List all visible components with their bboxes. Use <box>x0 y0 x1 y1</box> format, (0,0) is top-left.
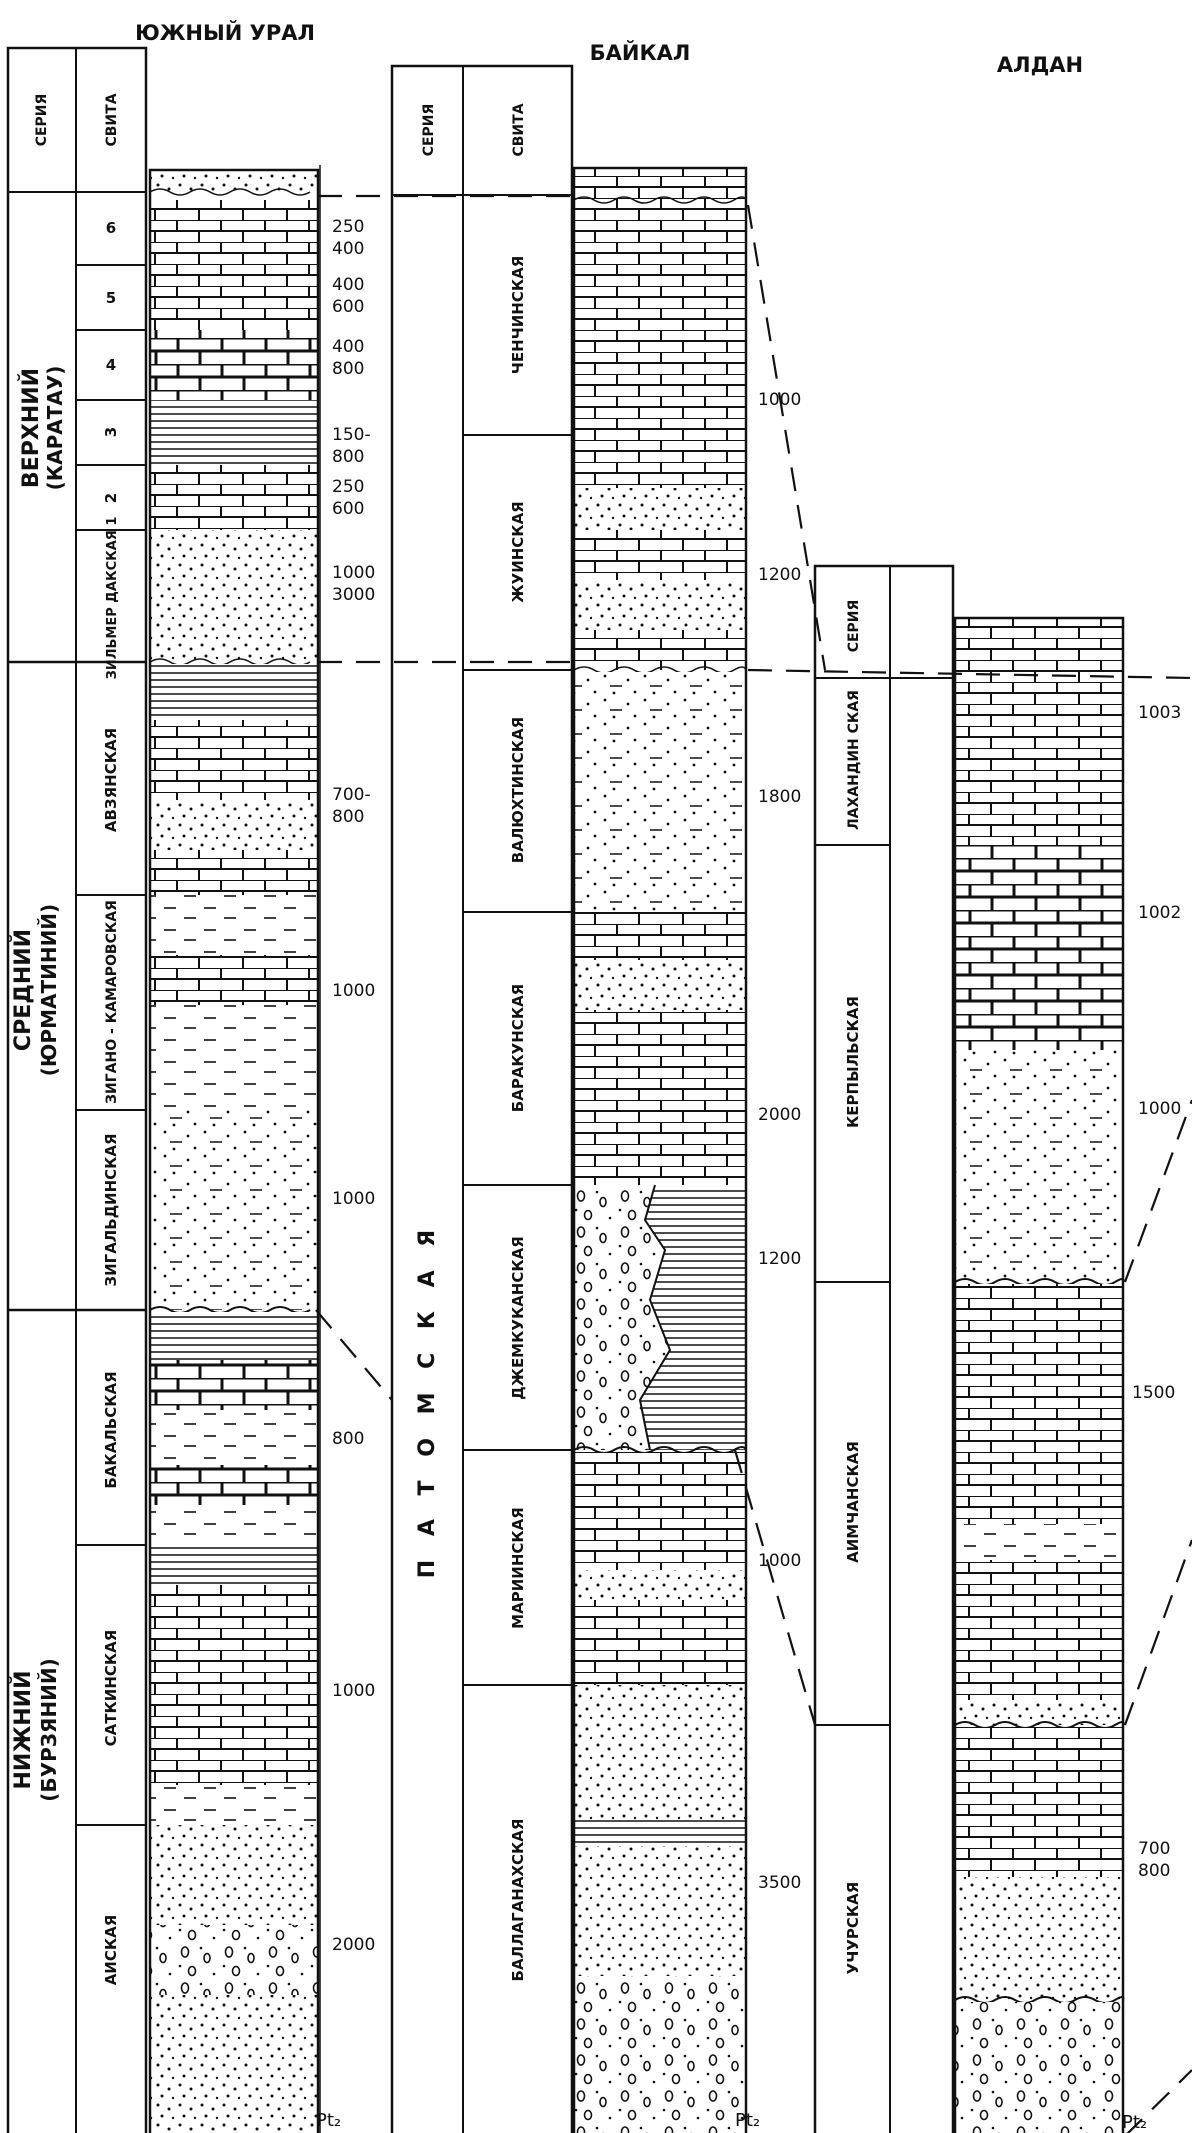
ural-lithology <box>148 165 321 2133</box>
ural-bottom-label: Pt₂ <box>316 2110 341 2131</box>
ural-thk-1b: 3000 <box>332 585 375 605</box>
ural-thk-6a: 250 <box>332 217 364 237</box>
ural-series-lower-sub: (БУРЗЯНИЙ) <box>37 1658 61 1801</box>
ural-series-lower: НИЖНИЙ (БУРЗЯНИЙ) <box>10 1658 61 1801</box>
baikal-thk-zhuin: 1200 <box>758 565 801 585</box>
aldan-thickness-labels: 1003 1002 1000 1500 700 800 <box>1132 703 1181 1881</box>
baikal-suite-chenchin: ЧЕНЧИНСКАЯ <box>509 256 527 375</box>
aldan-thk-aimchan: 1500 <box>1132 1383 1175 1403</box>
ural-thk-6b: 400 <box>332 239 364 259</box>
ural-suite-ai: АИСКАЯ <box>102 1915 120 1986</box>
aldan-thk-kerpyl-a: 1002 <box>1138 903 1181 923</box>
ural-thk-4a: 400 <box>332 337 364 357</box>
ural-suite-zigano-kamarov: ЗИГАНО - КАМАРОВСКАЯ <box>104 900 120 1104</box>
aldan-title: АЛДАН <box>997 53 1083 77</box>
ural-thk-avzyan-b: 800 <box>332 807 364 827</box>
ural-suite-6: 6 <box>106 219 116 237</box>
baikal-lithology <box>572 166 748 2133</box>
ural-suite-2: 2 <box>102 493 120 503</box>
ural-column <box>6 46 148 2133</box>
ural-series-middle: СРЕДНИЙ (ЮРМАТИНИЙ) <box>10 904 61 1076</box>
aldan-thk-lakhandin: 1003 <box>1138 703 1181 723</box>
ural-thk-zigalgin: 1000 <box>332 1189 375 1209</box>
ural-header-series: СЕРИЯ <box>34 94 50 147</box>
ural-thk-zigano: 1000 <box>332 981 375 1001</box>
ural-series-middle-name: СРЕДНИЙ <box>10 929 36 1051</box>
aldan-suite-uchur: УЧУРСКАЯ <box>844 1882 862 1975</box>
aldan-thk-kerpyl-b: 1000 <box>1138 1099 1181 1119</box>
ural-suite-zilmerdak: ЗИЛЬМЕР ДАКСКАЯ 1 <box>105 517 120 680</box>
ural-thk-5b: 600 <box>332 297 364 317</box>
aldan-lithology <box>953 616 1125 2133</box>
ural-title: ЮЖНЫЙ УРАЛ <box>135 20 315 45</box>
ural-thk-ai: 2000 <box>332 1935 375 1955</box>
ural-thk-2a: 250 <box>332 477 364 497</box>
correlation-lines <box>315 194 1192 2133</box>
aldan-header-series: СЕРИЯ <box>846 600 862 653</box>
ural-thk-1a: 1000 <box>332 563 375 583</box>
baikal-thickness-labels: 1000 1200 1800 2000 1200 1000 3500 <box>758 390 801 1893</box>
ural-thk-3a: 150- <box>332 425 371 445</box>
aldan-suite-lakhandin: ЛАХАНДИН СКАЯ <box>846 690 862 830</box>
baikal-thk-mariin: 1000 <box>758 1551 801 1571</box>
ural-suite-4: 4 <box>106 356 116 374</box>
ural-suite-zigalgin: ЗИГАЛЬДИНСКАЯ <box>102 1133 120 1286</box>
ural-thk-4b: 800 <box>332 359 364 379</box>
ural-suite-5: 5 <box>106 289 116 307</box>
aldan-suite-aimchan: АИМЧАНСКАЯ <box>844 1441 862 1563</box>
ural-suite-bakal: БАКАЛЬСКАЯ <box>102 1371 120 1488</box>
ural-thk-avzyan-a: 700- <box>332 785 371 805</box>
ural-thk-5a: 400 <box>332 275 364 295</box>
ural-suite-3: 3 <box>102 427 120 437</box>
baikal-title: БАЙКАЛ <box>590 40 691 65</box>
ural-suite-avzyan: АВЗЯНСКАЯ <box>102 728 120 832</box>
baikal-thk-dzhemkukan: 1200 <box>758 1249 801 1269</box>
ural-series-lower-name: НИЖНИЙ <box>10 1671 36 1790</box>
baikal-header-suite: СВИТА <box>511 103 527 156</box>
ural-thk-bakal: 800 <box>332 1429 364 1449</box>
aldan-thk-uchur-a: 700 <box>1138 1839 1170 1859</box>
ural-series-middle-sub: (ЮРМАТИНИЙ) <box>37 904 61 1076</box>
baikal-suite-barakun: БАРАКУНСКАЯ <box>509 984 527 1112</box>
ural-thk-3b: 800 <box>332 447 364 467</box>
aldan-thk-uchur-b: 800 <box>1138 1861 1170 1881</box>
baikal-series-patom: П А Т О М С К А Я <box>415 1222 440 1578</box>
baikal-suite-mariin: МАРИИНСКАЯ <box>509 1507 527 1629</box>
ural-series-upper-name: ВЕРХНИЙ <box>18 368 44 488</box>
baikal-suite-valyukhtin: ВАЛЮХТИНСКАЯ <box>509 717 527 863</box>
baikal-suite-dzhemkukan: ДЖЕМКУКАНСКАЯ <box>509 1236 527 1400</box>
baikal-header-series: СЕРИЯ <box>421 104 437 157</box>
ural-series-upper-sub: (КАРАТАУ) <box>43 366 67 491</box>
ural-header-suite: СВИТА <box>104 93 120 146</box>
ural-thickness-labels: 250 400 400 600 400 800 150- 800 250 600… <box>332 217 375 1955</box>
aldan-bottom-label: Pt₂ <box>1122 2112 1147 2133</box>
baikal-suite-ballaganakh: БАЛЛАГАНАХСКАЯ <box>509 1819 527 1982</box>
baikal-thk-barakun: 2000 <box>758 1105 801 1125</box>
aldan-column <box>813 564 955 2133</box>
ural-thk-2b: 600 <box>332 499 364 519</box>
baikal-suite-zhuin: ЖУИНСКАЯ <box>509 501 527 602</box>
ural-suite-satkin: САТКИНСКАЯ <box>102 1630 120 1747</box>
baikal-bottom-label: Pt₂ <box>735 2110 760 2131</box>
baikal-thk-ballaganakh: 3500 <box>758 1873 801 1893</box>
ural-thk-satkin: 1000 <box>332 1681 375 1701</box>
baikal-column <box>390 64 574 2133</box>
ural-series-upper: ВЕРХНИЙ (КАРАТАУ) <box>18 366 67 491</box>
baikal-thk-valyukhtin: 1800 <box>758 787 801 807</box>
aldan-suite-kerpyl: КЕРПЫЛЬСКАЯ <box>844 996 862 1128</box>
